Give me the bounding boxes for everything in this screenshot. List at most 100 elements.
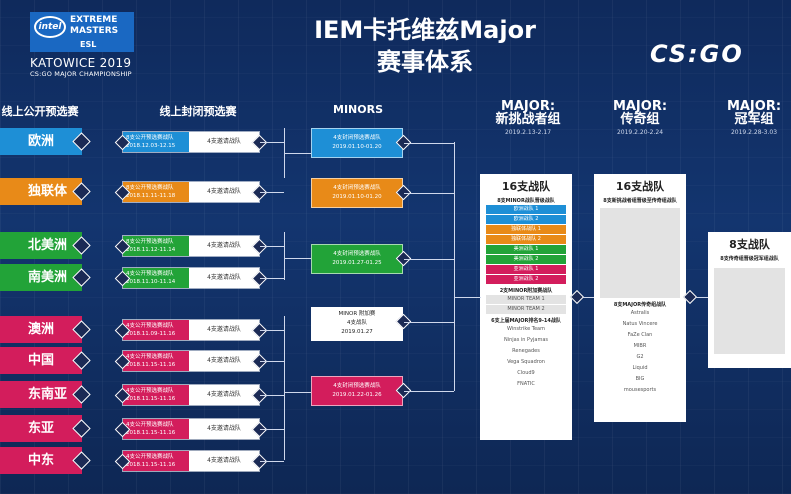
region-name: 澳洲 — [28, 322, 55, 337]
connector — [404, 322, 454, 323]
invited-teams: 4支邀请战队 — [189, 351, 259, 371]
region-name: 南美洲 — [28, 270, 68, 285]
championship-text: CS:GO MAJOR CHAMPIONSHIP — [30, 70, 132, 78]
major-header-label: MAJOR: — [612, 99, 668, 114]
major-header-stage: 冠军组 — [734, 112, 774, 127]
team-name: mousesports — [623, 387, 657, 393]
minor-line1: 4支封闭预选赛战队 — [333, 251, 381, 257]
region-name: 北美洲 — [28, 238, 68, 253]
team-name: Cloud9 — [517, 370, 535, 376]
katowice-text: KATOWICE 2019 — [30, 56, 132, 70]
region-tab: 独联体 — [0, 178, 91, 205]
connector — [454, 297, 481, 298]
region-tab: 东南亚 — [0, 381, 91, 408]
qualifier-teams: 4支公开预选赛战队 — [126, 422, 174, 428]
iem-logo-box: intel EXTREME MASTERS ESL — [30, 12, 134, 52]
intel-logo-mark: intel — [34, 16, 66, 38]
region-name: 欧洲 — [28, 134, 55, 149]
region-name: 东南亚 — [28, 387, 68, 402]
region-name: 中国 — [28, 353, 55, 368]
connector — [686, 297, 708, 298]
minor-line2: 2019.01.27-01.25 — [332, 260, 382, 266]
connector — [284, 316, 285, 460]
minor-line2: 2019.01.10-01.20 — [332, 194, 382, 200]
panel1-sub3: 6支上届MAJOR排名9-14战队 — [491, 318, 561, 324]
title-line1: IEM卡托维兹Major — [314, 16, 536, 44]
minor-line3: 2019.01.27 — [341, 329, 373, 335]
region-tab: 东亚 — [0, 415, 91, 442]
title-line2: 赛事体系 — [377, 48, 473, 76]
panel2-qualified-box — [600, 208, 680, 298]
connector — [404, 259, 454, 260]
team-name: G2 — [636, 354, 644, 360]
major-header-stage: 传奇组 — [620, 112, 660, 127]
minor-qualified-slot: 美洲战队 1 — [486, 245, 566, 254]
region-name: 中东 — [28, 453, 55, 468]
minor-line1: 4支封闭预选赛战队 — [333, 185, 381, 191]
minor-playoff-slot: MINOR TEAM 2 — [486, 305, 566, 314]
qualifier-teams: 4支公开预选赛战队 — [126, 454, 174, 460]
qualifier-teams: 8支公开预选赛战队 — [126, 239, 174, 245]
connector — [260, 330, 284, 331]
qualifier-teams: 4支公开预选赛战队 — [126, 323, 174, 329]
team-name: Renegades — [512, 348, 540, 354]
connector — [260, 142, 284, 143]
region-tab: 欧洲 — [0, 128, 91, 155]
invited-teams: 4支邀请战队 — [189, 451, 259, 471]
minor-qualified-slot: 独联体战队 1 — [486, 225, 566, 234]
major-header-date: 2019.2.20-2.24 — [616, 129, 664, 136]
minor-qualified-slot: 独联体战队 2 — [486, 235, 566, 244]
minor-qualified-slot: 欧洲战队 2 — [486, 215, 566, 224]
minor-line1: 4支封闭预选赛战队 — [333, 135, 381, 141]
invited-teams: 4支邀请战队 — [189, 236, 259, 256]
team-name: Astralis — [630, 310, 650, 316]
region-tab: 中国 — [0, 347, 91, 374]
minor-line1: MINOR 附加赛 — [338, 311, 376, 317]
invited-teams: 4支邀请战队 — [189, 268, 259, 288]
connector — [260, 395, 284, 396]
connector — [260, 278, 284, 279]
connector — [260, 192, 284, 193]
minor-card: 4支封闭预选赛战队 2019.01.10-01.20 — [311, 178, 403, 208]
qualifier-teams: 4支公开预选赛战队 — [126, 388, 174, 394]
qualifier-date: 2018.11.15-11.16 — [126, 362, 176, 368]
header-closed-qualifiers: 线上封闭预选赛 — [159, 105, 237, 118]
qualifier-date: 2018.11.15-11.16 — [126, 430, 176, 436]
major-header-label: MAJOR: — [500, 99, 556, 114]
region-tab: 北美洲 — [0, 232, 91, 259]
esl-text: ESL — [80, 40, 97, 49]
minor-playoff-slot: MINOR TEAM 1 — [486, 295, 566, 304]
panel3-sub1: 8支传奇组晋级冠军组战队 — [720, 256, 779, 262]
qualifier-date: 2018.11.10-11.14 — [126, 279, 176, 285]
connector — [404, 143, 454, 144]
qualifier-date: 2018.11.15-11.16 — [126, 396, 176, 402]
panel1-title: 16支战队 — [501, 180, 551, 193]
team-name: Vega Squadron — [507, 359, 545, 365]
invited-teams: 4支邀请战队 — [189, 419, 259, 439]
panel3-title: 8支战队 — [729, 238, 770, 251]
header-open-qualifiers: 线上公开预选赛 — [1, 105, 79, 118]
closed-qualifier-card: 4支公开预选赛战队 2018.11.15-11.16 4支邀请战队 — [114, 418, 268, 440]
minor-line1: 4支封闭预选赛战队 — [333, 383, 381, 389]
team-name: FaZe Clan — [627, 332, 653, 338]
connector — [260, 246, 284, 247]
minor-qualified-slot: 美洲战队 2 — [486, 255, 566, 264]
panel3-box — [714, 268, 785, 354]
extreme-masters-text: EXTREME MASTERS — [70, 15, 119, 36]
region-tab: 南美洲 — [0, 264, 91, 291]
panel2-sub1: 8支新挑战者组晋级至传奇组战队 — [603, 198, 677, 204]
major-legends-panel: 16支战队 8支新挑战者组晋级至传奇组战队 8支MAJOR传奇组战队 Astra… — [594, 174, 686, 422]
connector — [260, 361, 284, 362]
team-name: MIBR — [633, 343, 647, 349]
